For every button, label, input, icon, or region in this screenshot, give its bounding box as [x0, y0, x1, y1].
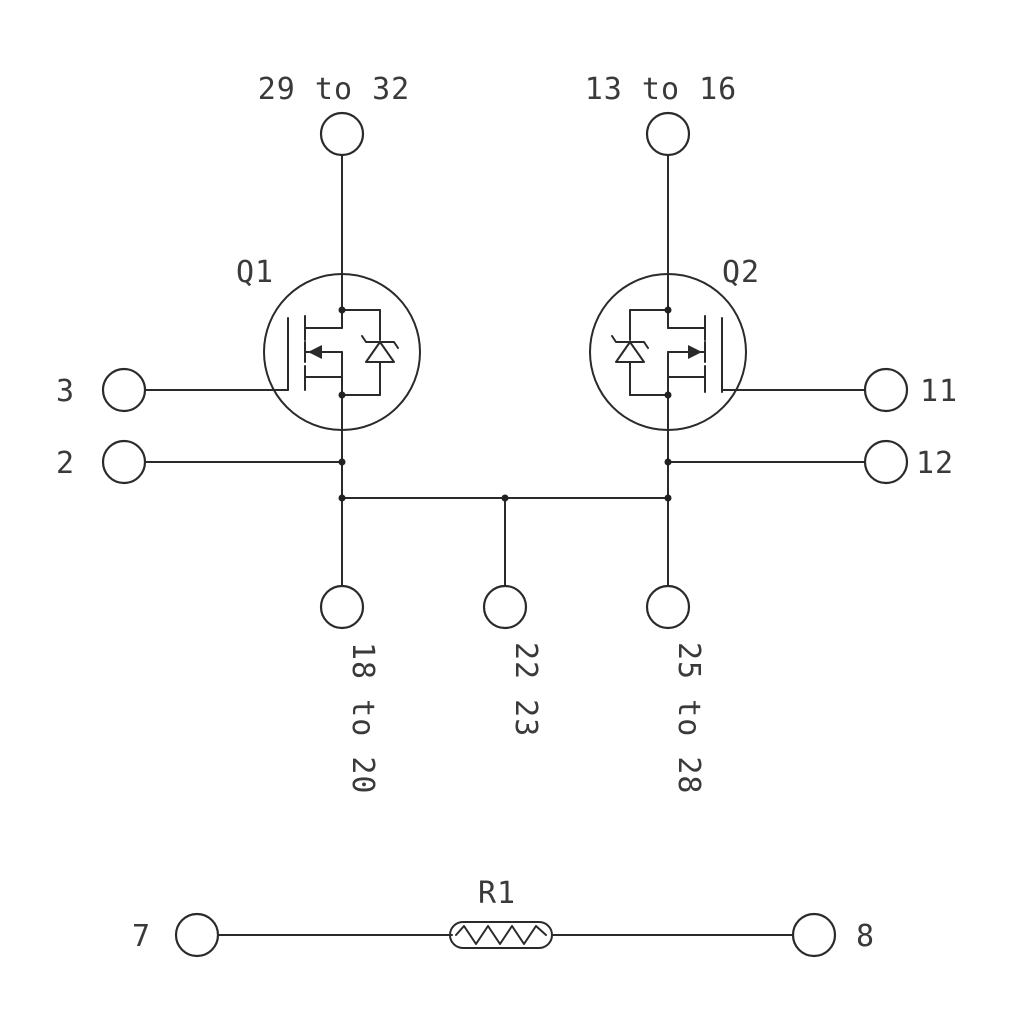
r1-ref-label: R1: [478, 876, 516, 911]
pin-q2-drain: 13 to 16: [585, 72, 738, 157]
pin-q2-source: 12: [863, 439, 954, 485]
q2-ref-label: Q2: [722, 255, 760, 290]
pin-label-q1-source: 2: [56, 446, 75, 481]
pin-label-q1-gate: 3: [56, 374, 75, 409]
pin-q1-gate: 3: [56, 367, 147, 413]
pin-bottom-mid: 22 23: [482, 584, 543, 737]
q2-mosfet: Q2: [589, 154, 866, 499]
pin-q1-source: 2: [56, 439, 147, 485]
pin-label-r1-right: 8: [856, 919, 875, 954]
pin-label-bottom-right: 25 to 28: [671, 642, 706, 795]
resistor-zigzag-icon: [455, 925, 547, 945]
pin-r1-left: 7: [132, 912, 220, 958]
q1-mosfet: Q1: [144, 154, 421, 499]
pin-label-bottom-left: 18 to 20: [345, 642, 380, 795]
q2-diode-icon: [615, 341, 645, 363]
q2-body-arrow: [688, 345, 702, 359]
r1-resistor: R1: [217, 876, 794, 949]
r1-body: [449, 921, 553, 949]
pin-label-q2-drain: 13 to 16: [585, 72, 738, 107]
q1-body-arrow: [308, 345, 322, 359]
pin-label-q2-gate: 11: [920, 374, 958, 409]
wiring: [144, 458, 866, 587]
pin-label-q1-drain: 29 to 32: [258, 72, 411, 107]
pin-bottom-left: 18 to 20: [319, 584, 380, 795]
pin-r1-right: 8: [791, 912, 875, 958]
pin-q1-drain: 29 to 32: [258, 72, 411, 157]
q1-ref-label: Q1: [236, 255, 274, 290]
pin-bottom-right: 25 to 28: [645, 584, 706, 795]
pin-label-r1-left: 7: [132, 919, 151, 954]
pin-label-bottom-mid: 22 23: [508, 642, 543, 737]
q1-diode-icon: [365, 341, 395, 363]
pin-q2-gate: 11: [863, 367, 958, 413]
pin-label-q2-source: 12: [916, 446, 954, 481]
